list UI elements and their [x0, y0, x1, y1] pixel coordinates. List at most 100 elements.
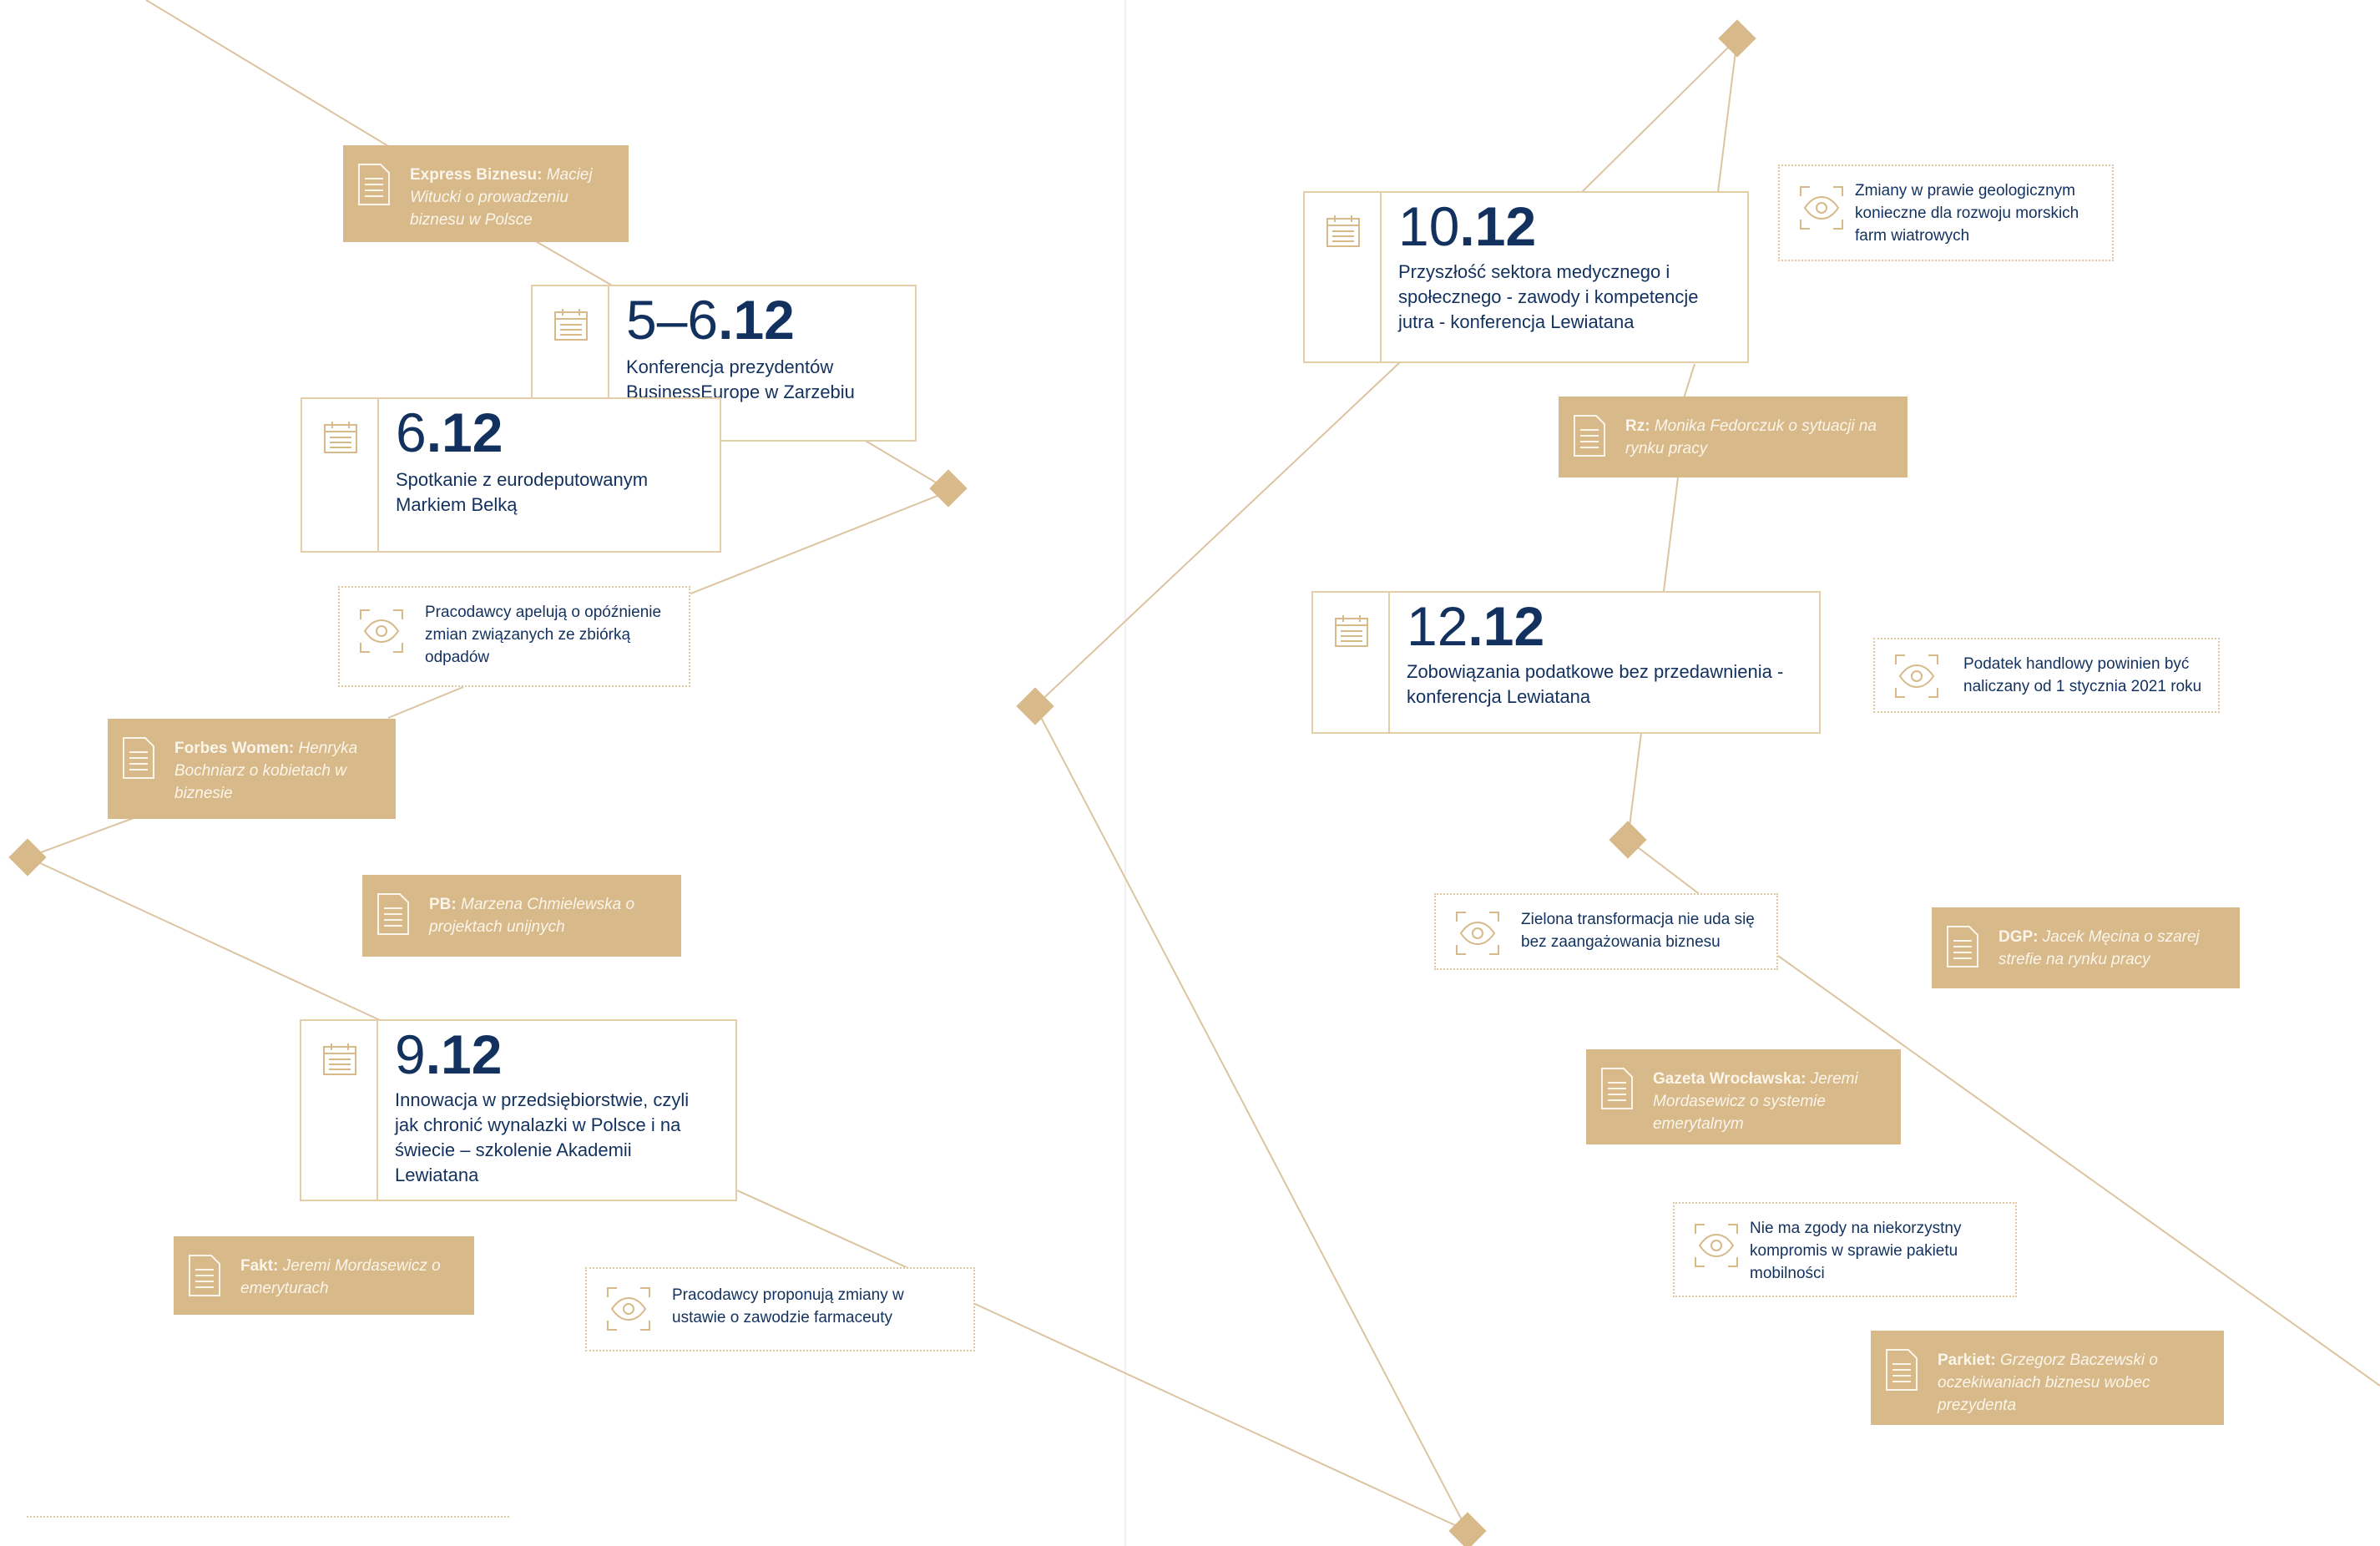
press-source: PB: [429, 896, 457, 913]
event-date: 6.12 [396, 402, 503, 463]
event-day: 10 [1398, 195, 1460, 257]
press-headline: Grzegorz Baczewski o oczekiwaniach bizne… [1938, 1351, 2158, 1414]
event-title: Innowacja w przedsiębiorstwie, czyli jak… [395, 1089, 690, 1185]
press-source: Parkiet: [1938, 1351, 1996, 1369]
note-text: Pracodawcy proponują zmiany w ustawie o … [672, 1286, 904, 1326]
event-month: .12 [718, 289, 795, 351]
connector-line [1717, 38, 1738, 193]
event-date: 9.12 [395, 1023, 502, 1085]
document-icon [1601, 1068, 1633, 1109]
calendar-icon [1326, 215, 1360, 247]
connector-line [1581, 38, 1738, 193]
event-title: Przyszłość sektora medycznego i społeczn… [1398, 261, 1699, 332]
note-text: Nie ma zgody na niekorzystny kompromis w… [1750, 1220, 1962, 1282]
connector-line [1034, 361, 1402, 707]
timeline-node [1609, 821, 1647, 859]
eye-icon [1800, 186, 1843, 230]
event-card: 9.12 Innowacja w przedsiębiorstwie, czyl… [300, 1019, 737, 1201]
timeline-node [1016, 687, 1054, 725]
event-icon-column [1313, 593, 1390, 732]
event-day: 6 [396, 402, 427, 463]
press-text: Parkiet: Grzegorz Baczewski o oczekiwani… [1938, 1349, 2212, 1417]
observation-note: Pracodawcy apelują o opóźnienie zmian zw… [338, 586, 690, 687]
event-icon-column [533, 286, 609, 440]
document-icon [123, 737, 154, 779]
note-text: Zielona transformacja nie uda się bez za… [1521, 911, 1755, 951]
event-title: Konferencja prezydentów BusinessEurope w… [626, 356, 855, 402]
connector-line [1627, 839, 1701, 896]
event-month: .12 [1468, 595, 1545, 657]
press-item: DGP: Jacek Męcina o szarej strefie na ry… [1932, 907, 2240, 988]
event-day: 12 [1407, 595, 1468, 657]
event-title: Spotkanie z eurodeputowanym Markiem Belk… [396, 469, 649, 515]
observation-note: Nie ma zgody na niekorzystny kompromis w… [1673, 1202, 2017, 1297]
observation-note: Podatek handlowy powinien być naliczany … [1873, 638, 2220, 713]
eye-icon [1456, 912, 1499, 955]
observation-note: Zmiany w prawie geologicznym konieczne d… [1778, 164, 2114, 261]
press-text: Gazeta Wrocławska: Jeremi Mordasewicz o … [1653, 1068, 1889, 1135]
connector-line [387, 686, 464, 719]
press-headline: Henryka Bochniarz o kobietach w biznesie [174, 740, 358, 802]
press-text: Fakt: Jeremi Mordasewicz o emeryturach [240, 1255, 462, 1300]
connector-line [1683, 363, 1695, 399]
connector-line [688, 490, 951, 595]
event-card: 5–6.12 Konferencja prezydentów BusinessE… [531, 285, 917, 442]
event-month: .12 [1459, 195, 1537, 257]
event-title: Zobowiązania podatkowe bez przedawnienia… [1407, 661, 1784, 707]
observation-note: Pracodawcy proponują zmiany w ustawie o … [585, 1267, 975, 1351]
press-source: Forbes Women: [174, 740, 295, 757]
press-headline: Monika Fedorczuk o sytuacji na rynku pra… [1625, 417, 1877, 457]
press-item: PB: Marzena Chmielewska o projektach uni… [362, 875, 681, 957]
connector-line [145, 0, 393, 149]
dotted-rule [27, 1516, 509, 1518]
press-headline: Jeremi Mordasewicz o systemie emerytalny… [1653, 1070, 1858, 1133]
observation-note: Zielona transformacja nie uda się bez za… [1434, 893, 1778, 970]
press-item: Express Biznesu: Maciej Witucki o prowad… [343, 145, 629, 242]
connector-line [974, 1303, 1468, 1532]
note-text: Pracodawcy apelują o opóźnienie zmian zw… [425, 604, 662, 666]
connector-line [533, 240, 614, 287]
event-date: 10.12 [1398, 195, 1537, 257]
press-source: Fakt: [240, 1257, 279, 1275]
press-item: Forbes Women: Henryka Bochniarz o kobiet… [108, 719, 396, 819]
calendar-icon [554, 309, 588, 341]
press-headline: Maciej Witucki o prowadzeniu biznesu w P… [410, 166, 593, 229]
event-month: .12 [426, 402, 503, 463]
connector-line [27, 817, 134, 858]
connector-line [1663, 477, 1679, 592]
event-day: 9 [395, 1023, 426, 1085]
press-headline: Marzena Chmielewska o projektach unijnyc… [429, 896, 635, 936]
press-headline: Jeremi Mordasewicz o emeryturach [240, 1257, 441, 1297]
event-card: 12.12 Zobowiązania podatkowe bez przedaw… [1311, 591, 1821, 734]
event-icon-column [302, 399, 379, 551]
press-text: Forbes Women: Henryka Bochniarz o kobiet… [174, 737, 384, 805]
document-icon [358, 164, 390, 205]
connector-line [1034, 705, 1468, 1532]
connector-line [1627, 732, 1642, 841]
note-text: Podatek handlowy powinien być naliczany … [1963, 655, 2202, 695]
page-gutter [1124, 0, 1126, 1546]
eye-icon [1895, 654, 1938, 698]
press-item: Fakt: Jeremi Mordasewicz o emeryturach [174, 1236, 474, 1315]
press-item: Gazeta Wrocławska: Jeremi Mordasewicz o … [1586, 1049, 1901, 1144]
press-source: Gazeta Wrocławska: [1653, 1070, 1806, 1088]
event-date: 12.12 [1407, 595, 1545, 657]
event-date: 5–6.12 [626, 291, 795, 349]
press-text: PB: Marzena Chmielewska o projektach uni… [429, 893, 670, 938]
connector-line [736, 1190, 911, 1270]
timeline-node [1448, 1512, 1487, 1546]
press-headline: Jacek Męcina o szarej strefie na rynku p… [1998, 928, 2200, 968]
document-icon [1574, 415, 1605, 457]
timeline-node [929, 469, 968, 508]
press-text: Express Biznesu: Maciej Witucki o prowad… [410, 164, 617, 231]
note-text: Zmiany w prawie geologicznym konieczne d… [1855, 182, 2079, 245]
timeline-node [8, 838, 47, 877]
press-item: Rz: Monika Fedorczuk o sytuacji na rynku… [1559, 397, 1908, 477]
press-source: DGP: [1998, 928, 2039, 946]
press-item: Parkiet: Grzegorz Baczewski o oczekiwani… [1871, 1331, 2224, 1425]
connector-line [1777, 955, 2380, 1387]
eye-icon [360, 609, 403, 653]
connector-line [27, 856, 381, 1021]
event-card: 10.12 Przyszłość sektora medycznego i sp… [1303, 191, 1749, 363]
